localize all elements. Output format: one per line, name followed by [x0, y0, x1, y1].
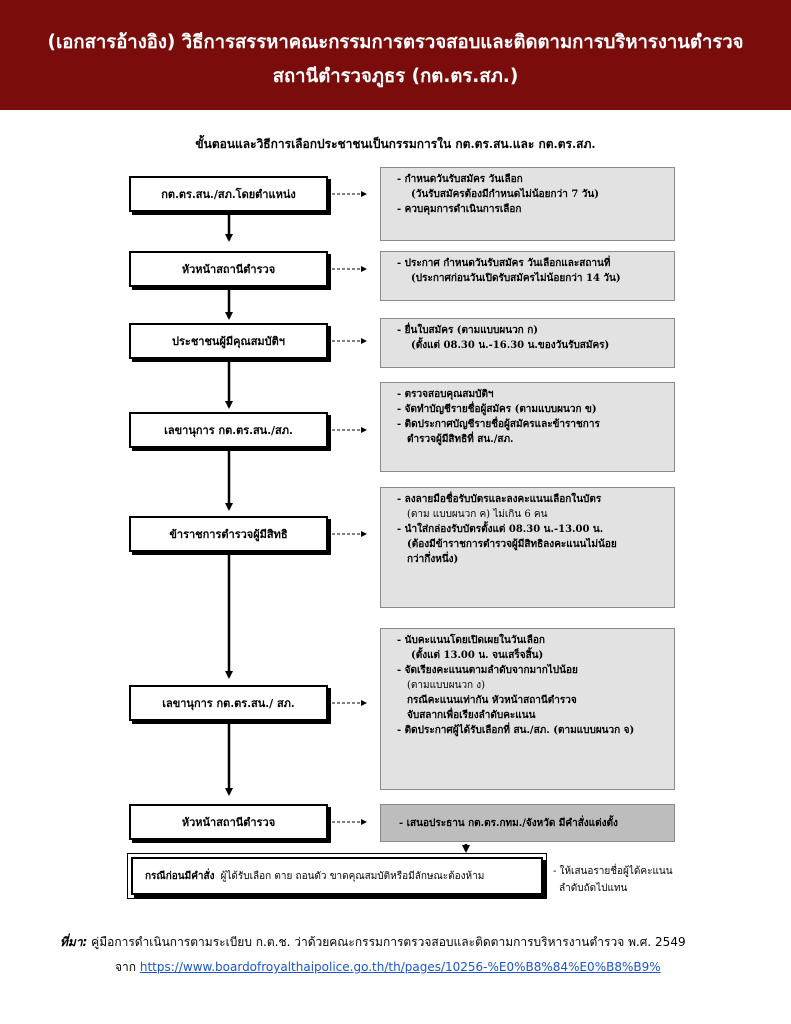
source-label: ที่มา: — [60, 935, 88, 949]
header-banner: (เอกสารอ้างอิง) วิธีการสรรหาคณะกรรมการตร… — [0, 0, 791, 110]
step-box-1: กต.ตร.สน./สภ.โดยตำแหน่ง — [129, 176, 328, 212]
source-citation: ที่มา: คู่มือการดำเนินการตามระเบียบ ก.ต.… — [60, 930, 686, 980]
step-box-5: ข้าราชการตำรวจผู้มีสิทธิ — [129, 516, 328, 552]
exception-case-heading: กรณีก่อนมีคำสั่ง — [145, 870, 215, 882]
step-box-2: หัวหน้าสถานีตำรวจ — [129, 251, 328, 287]
step-box-3: ประชาชนผู้มีคุณสมบัติฯ — [129, 323, 328, 359]
note-box-3: - ยื่นใบสมัคร (ตามแบบผนวก ก) (ตั้งแต่ 08… — [380, 318, 675, 368]
exception-case-box: กรณีก่อนมีคำสั่ง ผู้ได้รับเลือก ตาย ถอนต… — [127, 853, 547, 899]
note-box-4: - ตรวจสอบคุณสมบัติฯ - จัดทำบัญชีรายชื่อผ… — [380, 382, 675, 472]
step-box-4: เลขานุการ กต.ตร.สน./สภ. — [129, 412, 328, 448]
header-title-line-1: (เอกสารอ้างอิง) วิธีการสรรหาคณะกรรมการตร… — [47, 32, 744, 53]
header-title-line-2: สถานีตำรวจภูธร (กต.ตร.สภ.) — [272, 66, 519, 87]
note-box-1: - กำหนดวันรับสมัคร วันเลือก (วันรับสมัคร… — [380, 167, 675, 241]
diagram-subtitle: ขั้นตอนและวิธีการเลือกประชาชนเป็นกรรมการ… — [195, 137, 596, 151]
step-box-6: เลขานุการ กต.ตร.สน./ สภ. — [129, 685, 328, 721]
replacement-note: - ให้เสนอรายชื่อผู้ได้คะแนน ลำดับถัดไปแท… — [553, 866, 673, 894]
exception-case-text: ผู้ได้รับเลือก ตาย ถอนตัว ขาดคุณสมบัติหร… — [220, 870, 485, 882]
note-box-7: - เสนอประธาน กต.ตร.กทม./จังหวัด มีคำสั่ง… — [380, 804, 675, 842]
exception-case-inner: กรณีก่อนมีคำสั่ง ผู้ได้รับเลือก ตาย ถอนต… — [131, 857, 543, 895]
step-box-7: หัวหน้าสถานีตำรวจ — [129, 804, 328, 840]
source-text: คู่มือการดำเนินการตามระเบียบ ก.ต.ช. ว่าด… — [87, 935, 686, 949]
note-box-5: - ลงลายมือชื่อรับบัตรและลงคะแนนเลือกในบั… — [380, 487, 675, 608]
note-box-2: - ประกาศ กำหนดวันรับสมัคร วันเลือกและสถา… — [380, 251, 675, 301]
note-box-6: - นับคะแนนโดยเปิดเผยในวันเลือก (ตั้งแต่ … — [380, 628, 675, 790]
source-prefix: จาก — [115, 960, 140, 974]
source-link[interactable]: https://www.boardofroyalthaipolice.go.th… — [139, 960, 661, 974]
